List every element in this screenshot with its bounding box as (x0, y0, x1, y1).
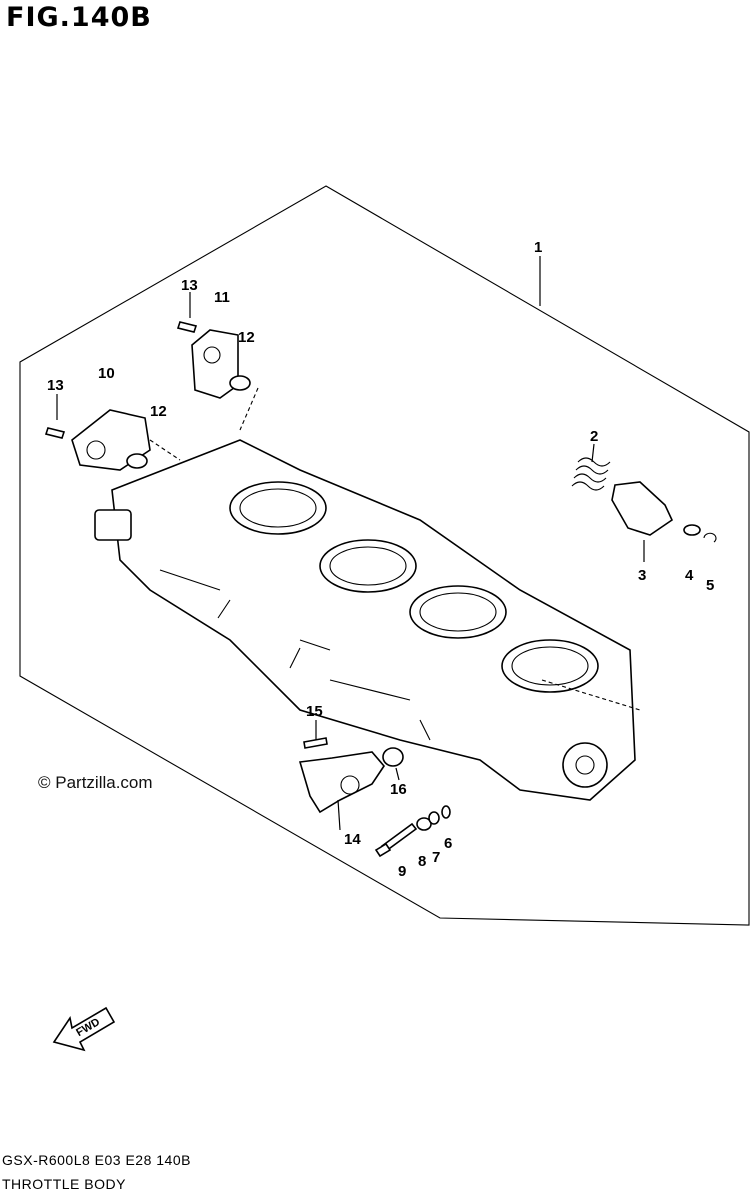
callout-9: 9 (398, 863, 406, 880)
part-14-sensor[interactable] (298, 751, 386, 814)
part-16-oring[interactable] (382, 747, 404, 767)
callout-4: 4 (685, 567, 694, 584)
callout-12-upper: 12 (238, 329, 255, 346)
callout-13-lower: 13 (47, 377, 64, 394)
callout-6: 6 (444, 835, 452, 852)
callout-13-upper: 13 (181, 277, 198, 294)
throttle-body-assembly[interactable] (94, 439, 636, 801)
callout-3: 3 (638, 567, 646, 584)
part-8-spring[interactable] (416, 817, 432, 831)
callout-12-lower: 12 (150, 403, 167, 420)
callout-8: 8 (418, 853, 426, 870)
part-10-sensor[interactable] (44, 409, 151, 471)
callout-10: 10 (98, 365, 115, 382)
footer-model-code: GSX-R600L8 E03 E28 140B (2, 1152, 191, 1168)
part-6-ring[interactable] (441, 805, 451, 819)
callout-14: 14 (344, 831, 361, 848)
callout-7: 7 (432, 849, 440, 866)
assembly-boundary (19, 185, 750, 926)
footer-section-name: THROTTLE BODY (2, 1176, 126, 1192)
callout-1: 1 (534, 239, 542, 256)
fwd-direction-arrow: FWD (52, 1006, 116, 1052)
callout-2: 2 (590, 428, 598, 445)
watermark-text: © Partzilla.com (38, 773, 153, 792)
callout-11: 11 (214, 289, 230, 306)
part-4-washer[interactable] (683, 524, 701, 536)
callout-15: 15 (306, 703, 323, 720)
part-7-washer[interactable] (428, 811, 440, 825)
part-2-spring[interactable] (571, 457, 611, 491)
part-3-bracket[interactable] (611, 481, 674, 536)
callout-5: 5 (706, 577, 714, 594)
part-5-clip[interactable] (703, 532, 717, 543)
part-15-bolt[interactable] (303, 737, 328, 749)
callout-16: 16 (390, 781, 407, 798)
part-9-screw[interactable] (374, 822, 418, 858)
figure-title: FIG.140B (6, 2, 152, 33)
part-11-sensor[interactable] (176, 321, 251, 399)
